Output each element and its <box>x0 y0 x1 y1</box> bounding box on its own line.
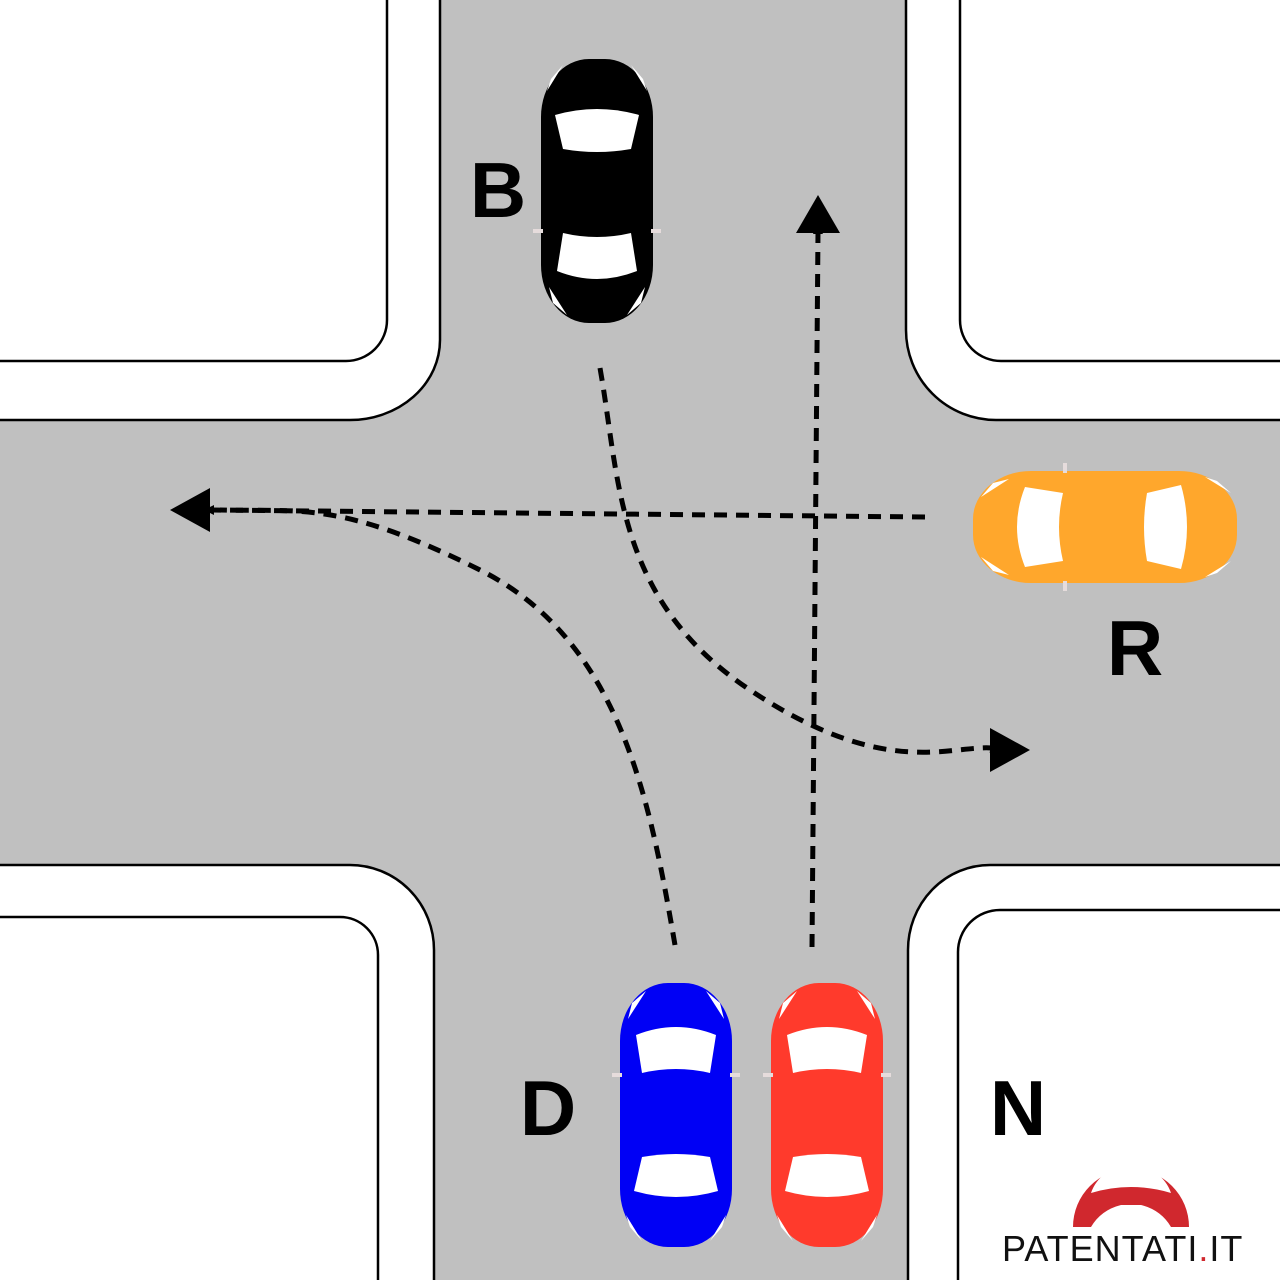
logo-tld: IT <box>1209 1228 1243 1269</box>
car-r <box>973 463 1237 591</box>
label-r: R <box>1107 609 1163 687</box>
label-n: N <box>990 1069 1046 1147</box>
car-b <box>533 59 661 323</box>
logo-text: PATENTATI.IT <box>1002 1228 1243 1270</box>
label-b: B <box>470 151 526 229</box>
logo-dot: . <box>1198 1228 1209 1269</box>
steering-wheel-logo-icon <box>1073 1165 1189 1227</box>
car-d <box>612 983 740 1247</box>
label-d: D <box>520 1069 576 1147</box>
logo-name: PATENTATI <box>1002 1228 1198 1269</box>
car-n <box>763 983 891 1247</box>
